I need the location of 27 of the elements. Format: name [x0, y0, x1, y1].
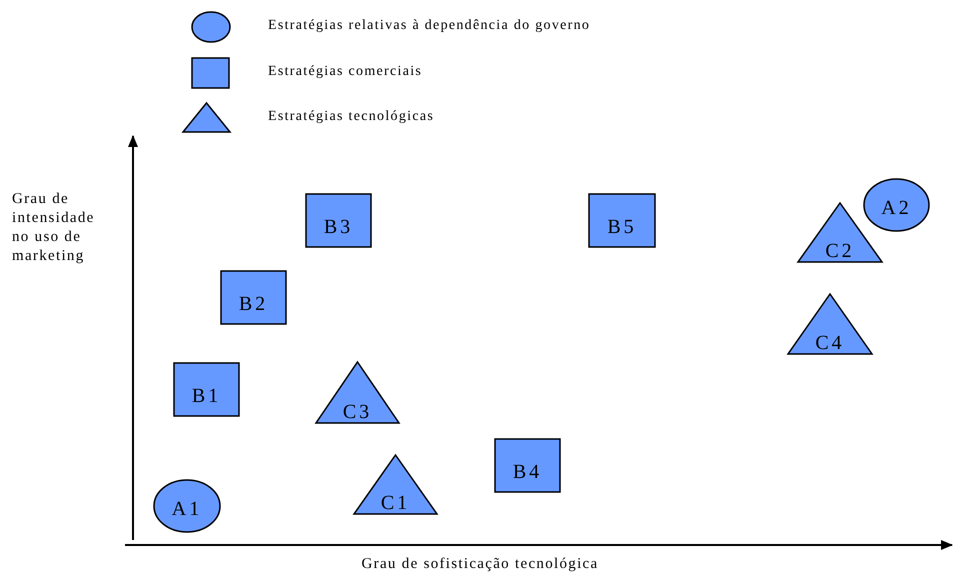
node-label: B5 [606, 216, 638, 236]
square-marker [589, 194, 655, 247]
square-marker [495, 439, 560, 492]
legend-label: Estratégias tecnológicas [268, 108, 434, 124]
node-label: B3 [322, 216, 354, 236]
triangle-marker [798, 203, 882, 262]
square-marker [306, 194, 371, 247]
node-label: B4 [512, 462, 544, 482]
node-label: B1 [190, 386, 222, 406]
node-label: B2 [238, 294, 270, 314]
square-marker [174, 363, 239, 416]
axis-title: Grau de intensidade no uso de marketing [12, 190, 96, 266]
ellipse-marker [154, 480, 220, 532]
node-label: A1 [170, 499, 204, 520]
triangle-marker [354, 455, 437, 514]
node-label: C2 [824, 241, 856, 262]
node-label: C1 [380, 493, 412, 514]
node-label: C4 [814, 333, 846, 354]
triangle-marker [316, 362, 399, 423]
square-marker [221, 271, 286, 324]
legend-label: Estratégias comerciais [268, 64, 422, 80]
ellipse-marker [864, 179, 929, 231]
node-label: C3 [342, 402, 374, 422]
axis-title: Grau de sofisticação tecnológica [360, 556, 600, 573]
triangle-marker [788, 294, 872, 354]
legend-label: Estratégias relativas à dependência do governo [268, 18, 590, 34]
node-label: A2 [880, 198, 913, 218]
